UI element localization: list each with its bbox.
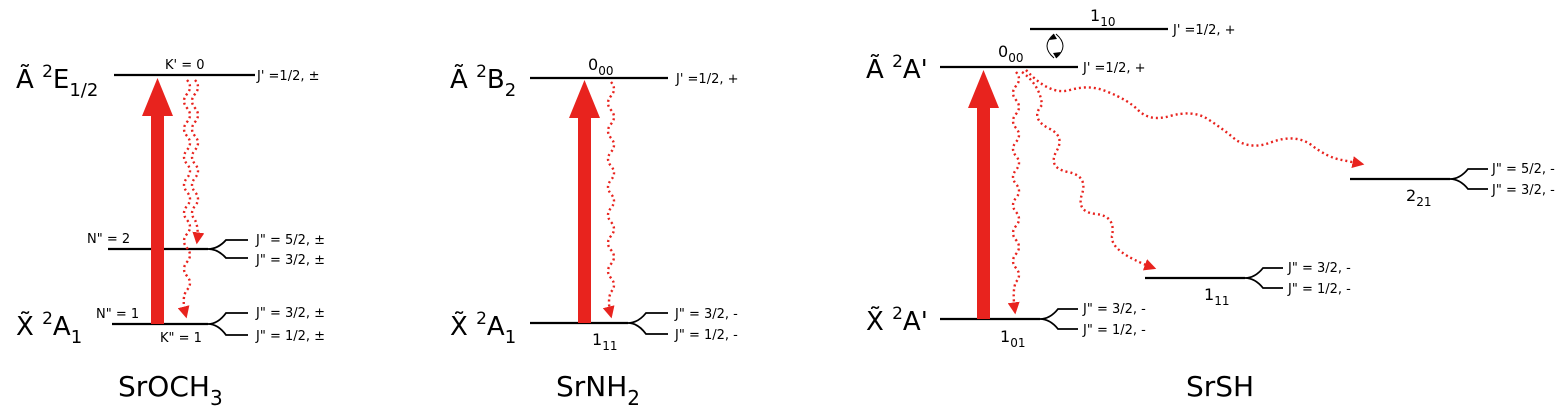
srsh-coupling-arrowhead-up — [1049, 34, 1057, 40]
srsh-coupling-arrow-right — [1055, 33, 1064, 59]
srnh2-decay-arrow — [602, 81, 616, 319]
srsh-ground-state-label: X̃ 2A' — [866, 304, 928, 337]
srnh2-excited-state-label: Ã 2B2 — [450, 62, 516, 101]
srsh-high-fork — [1449, 168, 1488, 190]
srsh-decay-arrow-101 — [1007, 71, 1021, 315]
srnh2-molecule-label: SrNH2 — [556, 370, 640, 410]
sroch3-excited-state-label: Ã 2E1/2 — [16, 62, 98, 101]
srsh-j-lower-b-label: J" = 1/2, - — [1082, 323, 1146, 338]
sroch3-decay-arrow-n1 — [177, 79, 192, 319]
srsh-excitation-arrow-shaft — [977, 104, 990, 319]
srsh-coupling-arrowhead-down — [1053, 52, 1061, 58]
sroch3-j-n2-a-label: J" = 5/2, ± — [255, 233, 325, 248]
srnh2-ground-state-label: X̃ 2A1 — [450, 309, 516, 348]
srnh2-j-lower-b-label: J" = 1/2, - — [674, 328, 738, 343]
srnh2-excitation-arrow-shaft — [578, 114, 591, 323]
sroch3-molecule-label: SrOCH3 — [118, 370, 223, 410]
srnh2-upper-level-label: 000 — [588, 55, 613, 78]
sroch3-decay-arrow-n2 — [190, 79, 205, 245]
srsh-excitation-arrow-head — [968, 70, 999, 108]
srsh-high-level-label: 221 — [1406, 186, 1431, 209]
srsh-upper-level-label: 000 — [998, 42, 1023, 65]
srsh-mid-fork — [1244, 267, 1283, 289]
srsh-j-high-a-label: J" = 5/2, - — [1491, 162, 1555, 177]
srsh-j-top-label: J' =1/2, + — [1172, 23, 1236, 38]
srsh-molecule-label: SrSH — [1186, 370, 1254, 403]
srsh-j-high-b-label: J" = 3/2, - — [1491, 183, 1555, 198]
srnh2-lower-level-label: 111 — [592, 330, 617, 353]
srnh2-excitation-arrow-head — [569, 80, 600, 118]
sroch3-k-lower-label: K" = 1 — [160, 331, 202, 346]
srsh-decay-arrow-111 — [1021, 71, 1157, 271]
sroch3-k-upper-label: K' = 0 — [165, 58, 205, 73]
srnh2-lower-fork — [627, 312, 668, 335]
sroch3-ground-state-label: X̃ 2A1 — [16, 309, 82, 348]
sroch3-j-n1-b-label: J" = 1/2, ± — [255, 329, 325, 344]
srsh-j-mid-b-label: J" = 1/2, - — [1287, 282, 1351, 297]
srsh-j-upper-label: J' =1/2, + — [1082, 61, 1146, 76]
sroch3-j-n1-a-label: J" = 3/2, ± — [255, 306, 325, 321]
srsh-j-mid-a-label: J" = 3/2, - — [1287, 261, 1351, 276]
srnh2-j-upper-label: J' =1/2, + — [675, 72, 739, 87]
srsh-top-level-label: 110 — [1090, 6, 1115, 29]
panel-srsh: Ã 2A' X̃ 2A' 110 J' =1/2, + 000 J' =1/2,… — [866, 6, 1555, 403]
panel-srnh2: Ã 2B2 X̃ 2A1 000 J' =1/2, + 111 J" = 3/2… — [450, 55, 739, 410]
srsh-lower-level-label: 101 — [1000, 327, 1025, 350]
sroch3-j-n2-b-label: J" = 3/2, ± — [255, 253, 325, 268]
sroch3-n1-label: N" = 1 — [96, 307, 139, 322]
srsh-j-lower-a-label: J" = 3/2, - — [1082, 302, 1146, 317]
srnh2-j-lower-a-label: J" = 3/2, - — [674, 307, 738, 322]
srsh-lower-fork — [1039, 308, 1078, 330]
panel-sroch3: Ã 2E1/2 X̃ 2A1 K' = 0 J' =1/2, ± N" = 2 … — [16, 58, 325, 410]
sroch3-n1-fork — [207, 312, 248, 336]
sroch3-j-upper-label: J' =1/2, ± — [256, 69, 320, 84]
sroch3-excitation-arrow-head — [142, 78, 173, 116]
srsh-excited-state-label: Ã 2A' — [866, 52, 928, 85]
sroch3-n2-label: N" = 2 — [87, 232, 130, 247]
srsh-mid-level-label: 111 — [1204, 285, 1229, 308]
sroch3-excitation-arrow-shaft — [151, 112, 164, 324]
sroch3-n2-fork — [207, 239, 248, 259]
srsh-decay-arrow-221 — [1025, 69, 1365, 169]
srsh-coupling-arrow-left — [1046, 33, 1055, 59]
